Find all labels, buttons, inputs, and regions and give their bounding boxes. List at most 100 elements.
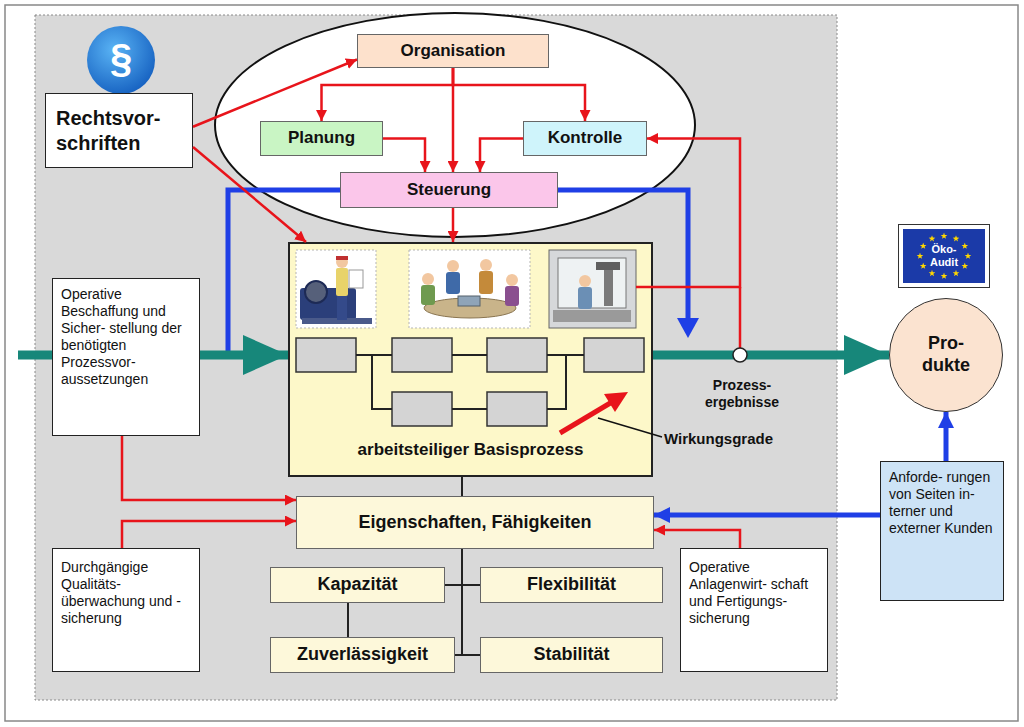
machine-window <box>558 258 626 308</box>
image-frame <box>549 250 636 328</box>
worker-body <box>336 268 348 296</box>
person-body <box>479 271 493 294</box>
machine-table <box>553 310 631 322</box>
process-link <box>356 354 392 356</box>
node-text: Kapazität <box>275 574 440 596</box>
efficiency-arrow <box>560 402 612 433</box>
node-text: Kontrolle <box>528 128 642 149</box>
maintenance-box: Operative Anlagenwirt- schaft und Fertig… <box>680 548 828 672</box>
worker-cap <box>336 256 348 260</box>
property-box: Stabilität <box>480 637 663 673</box>
process-step <box>392 392 452 426</box>
node-text: Operative Beschaffung und Sicher- stellu… <box>61 286 191 388</box>
management-ellipse <box>215 13 695 237</box>
process-step <box>392 338 452 372</box>
control-box: Kontrolle <box>523 121 647 156</box>
connector <box>452 68 455 172</box>
person-head <box>480 259 492 271</box>
eu-star <box>920 243 927 249</box>
process-link <box>547 354 584 356</box>
efficiency-label: Wirkungsgrade <box>664 430 794 448</box>
law-icon <box>87 26 155 94</box>
eu-star <box>920 263 927 269</box>
quality-box: Durchgängige Qualitäts- überwachung und … <box>52 548 200 672</box>
connector <box>193 147 306 242</box>
result-label: Prozess- ergebnisse <box>700 377 784 411</box>
process-step <box>487 392 547 426</box>
node-text: Rechtsvor- schriften <box>56 106 182 155</box>
property-box: Zuverlässigkeit <box>270 637 455 673</box>
connector <box>453 68 585 121</box>
operator-body <box>578 287 592 309</box>
eco-audit-flag: Öko- Audit <box>899 225 989 287</box>
machine-head <box>596 262 620 270</box>
connector <box>122 436 296 500</box>
person-head <box>506 274 518 286</box>
procurement-box: Operative Beschaffung und Sicher- stellu… <box>52 278 200 436</box>
image-frame <box>296 250 376 328</box>
connector <box>647 139 740 288</box>
connector <box>461 477 463 496</box>
node-text: Organisation <box>362 41 544 62</box>
node-text: arbeitsteiliger Basisprozess <box>290 440 651 461</box>
connector <box>653 351 889 360</box>
machine-column <box>604 262 613 306</box>
node-text: Zuverlässigkeit <box>275 644 450 666</box>
paper-sheet <box>349 270 363 288</box>
outer-frame <box>5 5 1018 721</box>
meeting-table <box>424 298 516 318</box>
person-head <box>422 273 434 285</box>
press-machine <box>300 288 356 320</box>
property-box: Flexibilität <box>480 567 663 603</box>
person-head <box>447 260 459 272</box>
connector <box>347 603 349 637</box>
eu-star <box>961 263 968 269</box>
control-arrowhead <box>677 318 699 338</box>
process-link <box>452 354 487 356</box>
connector <box>455 549 462 655</box>
eu-star <box>929 235 936 241</box>
result-point <box>733 348 747 362</box>
eu-star <box>917 253 924 259</box>
process-links <box>356 355 584 409</box>
leader-line <box>598 418 662 437</box>
worker-head <box>336 256 348 268</box>
process-link <box>452 408 487 410</box>
node-text: Operative Anlagenwirt- schaft und Fertig… <box>689 559 819 627</box>
eu-star <box>953 270 960 276</box>
node-text: Öko- Audit <box>925 243 963 270</box>
connector <box>654 513 880 518</box>
connector <box>200 351 288 360</box>
node-text: Flexibilität <box>485 574 658 596</box>
person-body <box>505 286 519 306</box>
feedback-line <box>739 287 742 349</box>
eu-star <box>941 273 948 279</box>
process-link <box>547 355 566 409</box>
process-step <box>584 338 644 372</box>
eu-star <box>961 243 968 249</box>
connector <box>944 412 949 461</box>
laptop <box>458 296 480 306</box>
machine-roller <box>305 281 327 303</box>
capability-box: Eigenschaften, Fähigkeiten <box>296 496 654 549</box>
node-text: Stabilität <box>485 644 658 666</box>
node-text: Eigenschaften, Fähigkeiten <box>301 512 649 534</box>
connector <box>445 549 462 585</box>
node-text: Steuerung <box>345 180 553 201</box>
connector <box>480 139 523 173</box>
planning-box: Planung <box>260 121 383 156</box>
operator-head <box>579 275 591 287</box>
connector <box>122 521 296 548</box>
base-process-box: arbeitsteiliger Basisprozess <box>288 242 653 477</box>
node-text: Pro- dukte <box>912 333 980 377</box>
connector-group <box>122 60 946 656</box>
person-body <box>421 285 435 305</box>
feedback-line <box>636 286 653 289</box>
efficiency-arrowhead <box>604 392 628 412</box>
product-circle: Pro- dukte <box>889 298 1003 412</box>
property-box: Kapazität <box>270 567 445 603</box>
worker-legs <box>337 296 347 320</box>
connector <box>462 549 480 655</box>
eu-star <box>929 270 936 276</box>
connector <box>383 139 425 173</box>
